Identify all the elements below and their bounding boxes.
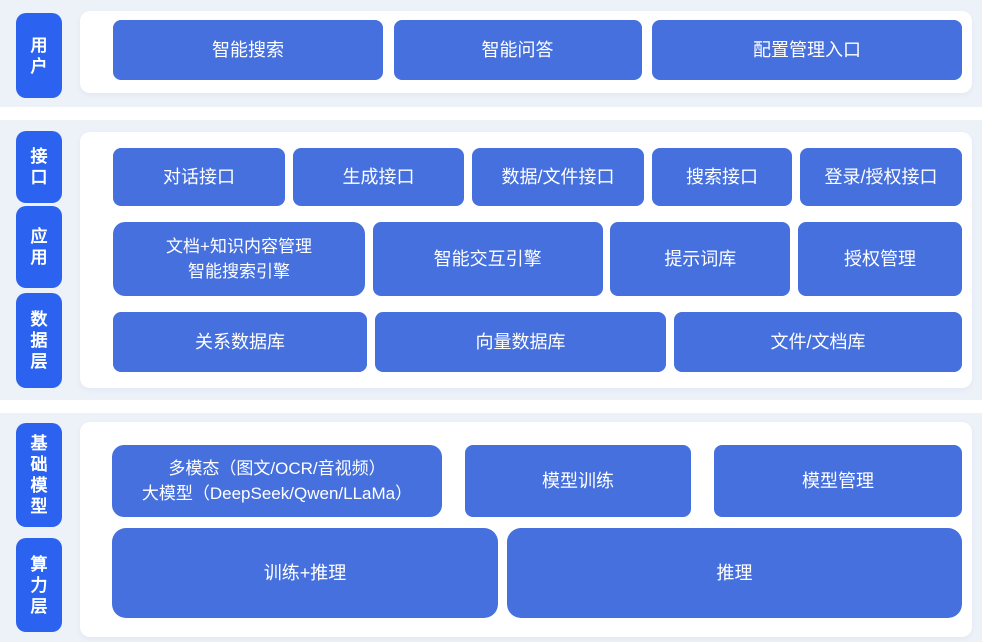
box-training-inference: 训练+推理 xyxy=(112,528,498,618)
box-interactive-engine: 智能交互引擎 xyxy=(372,222,603,296)
row: 智能搜索 智能问答 配置管理入口 xyxy=(113,20,962,80)
interface-app-data-panel: 对话接口 生成接口 数据/文件接口 搜索接口 登录/授权接口 文档+知识内容管理… xyxy=(80,132,972,388)
box-data-file-api: 数据/文件接口 xyxy=(472,148,644,206)
box-label: 推理 xyxy=(716,563,753,583)
box-label: 模型管理 xyxy=(802,471,874,491)
box-label: 生成接口 xyxy=(342,167,415,187)
box-label: 智能问答 xyxy=(481,40,554,60)
user-layer-panel: 智能搜索 智能问答 配置管理入口 xyxy=(80,11,972,93)
box-generation-api: 生成接口 xyxy=(293,148,464,206)
box-prompt-library: 提示词库 xyxy=(610,222,791,296)
box-multimodal-llm: 多模态（图文/OCR/音视频） 大模型（DeepSeek/Qwen/LLaMa） xyxy=(112,445,442,517)
box-label: 多模态（图文/OCR/音视频） xyxy=(168,459,386,478)
box-inference: 推理 xyxy=(507,528,962,618)
box-smart-search: 智能搜索 xyxy=(113,20,383,80)
box-vector-db: 向量数据库 xyxy=(375,312,666,372)
separator-band xyxy=(0,400,982,413)
box-auth-management: 授权管理 xyxy=(797,222,962,296)
separator-band xyxy=(0,107,982,120)
box-label: 数据/文件接口 xyxy=(501,167,615,187)
box-label: 关系数据库 xyxy=(195,332,285,352)
box-label: 训练+推理 xyxy=(263,563,347,583)
box-file-doc-store: 文件/文档库 xyxy=(674,312,962,372)
box-label: 智能交互引擎 xyxy=(433,249,542,269)
box-doc-knowledge-search-engine: 文档+知识内容管理 智能搜索引擎 xyxy=(113,222,365,296)
layer-label-compute: 算力层 xyxy=(16,538,62,632)
box-model-training: 模型训练 xyxy=(465,445,691,517)
row: 文档+知识内容管理 智能搜索引擎 智能交互引擎 提示词库 授权管理 xyxy=(113,222,962,296)
box-label-line2: 智能搜索引擎 xyxy=(188,262,290,281)
box-label: 向量数据库 xyxy=(475,332,566,352)
box-label: 搜索接口 xyxy=(686,167,758,187)
row: 关系数据库 向量数据库 文件/文档库 xyxy=(113,312,962,372)
box-label-line2: 大模型（DeepSeek/Qwen/LLaMa） xyxy=(141,484,413,503)
box-dialog-api: 对话接口 xyxy=(113,148,285,206)
box-relational-db: 关系数据库 xyxy=(113,312,367,372)
box-label: 登录/授权接口 xyxy=(824,167,938,187)
box-label: 智能搜索 xyxy=(212,40,284,60)
row: 训练+推理 推理 xyxy=(112,528,962,618)
box-label: 提示词库 xyxy=(664,249,737,269)
layer-label-foundation-model: 基础模型 xyxy=(16,423,62,527)
layer-label-interface: 接口 xyxy=(16,131,62,203)
layer-label-application: 应用 xyxy=(16,206,62,288)
box-search-api: 搜索接口 xyxy=(652,148,792,206)
row: 对话接口 生成接口 数据/文件接口 搜索接口 登录/授权接口 xyxy=(113,148,962,206)
box-label: 对话接口 xyxy=(163,167,235,187)
model-compute-panel: 多模态（图文/OCR/音视频） 大模型（DeepSeek/Qwen/LLaMa）… xyxy=(80,422,972,637)
row: 多模态（图文/OCR/音视频） 大模型（DeepSeek/Qwen/LLaMa）… xyxy=(112,445,962,517)
box-config-entry: 配置管理入口 xyxy=(652,20,962,80)
layer-label-data: 数据层 xyxy=(16,293,62,388)
box-model-management: 模型管理 xyxy=(714,445,962,517)
box-label: 文件/文档库 xyxy=(770,332,866,352)
box-login-auth-api: 登录/授权接口 xyxy=(800,148,962,206)
layer-label-user: 用户 xyxy=(16,13,62,98)
box-label: 配置管理入口 xyxy=(753,40,861,60)
box-smart-qa: 智能问答 xyxy=(393,20,642,80)
box-label: 授权管理 xyxy=(843,249,916,269)
box-label: 文档+知识内容管理 xyxy=(166,237,312,256)
box-label: 模型训练 xyxy=(542,471,614,491)
